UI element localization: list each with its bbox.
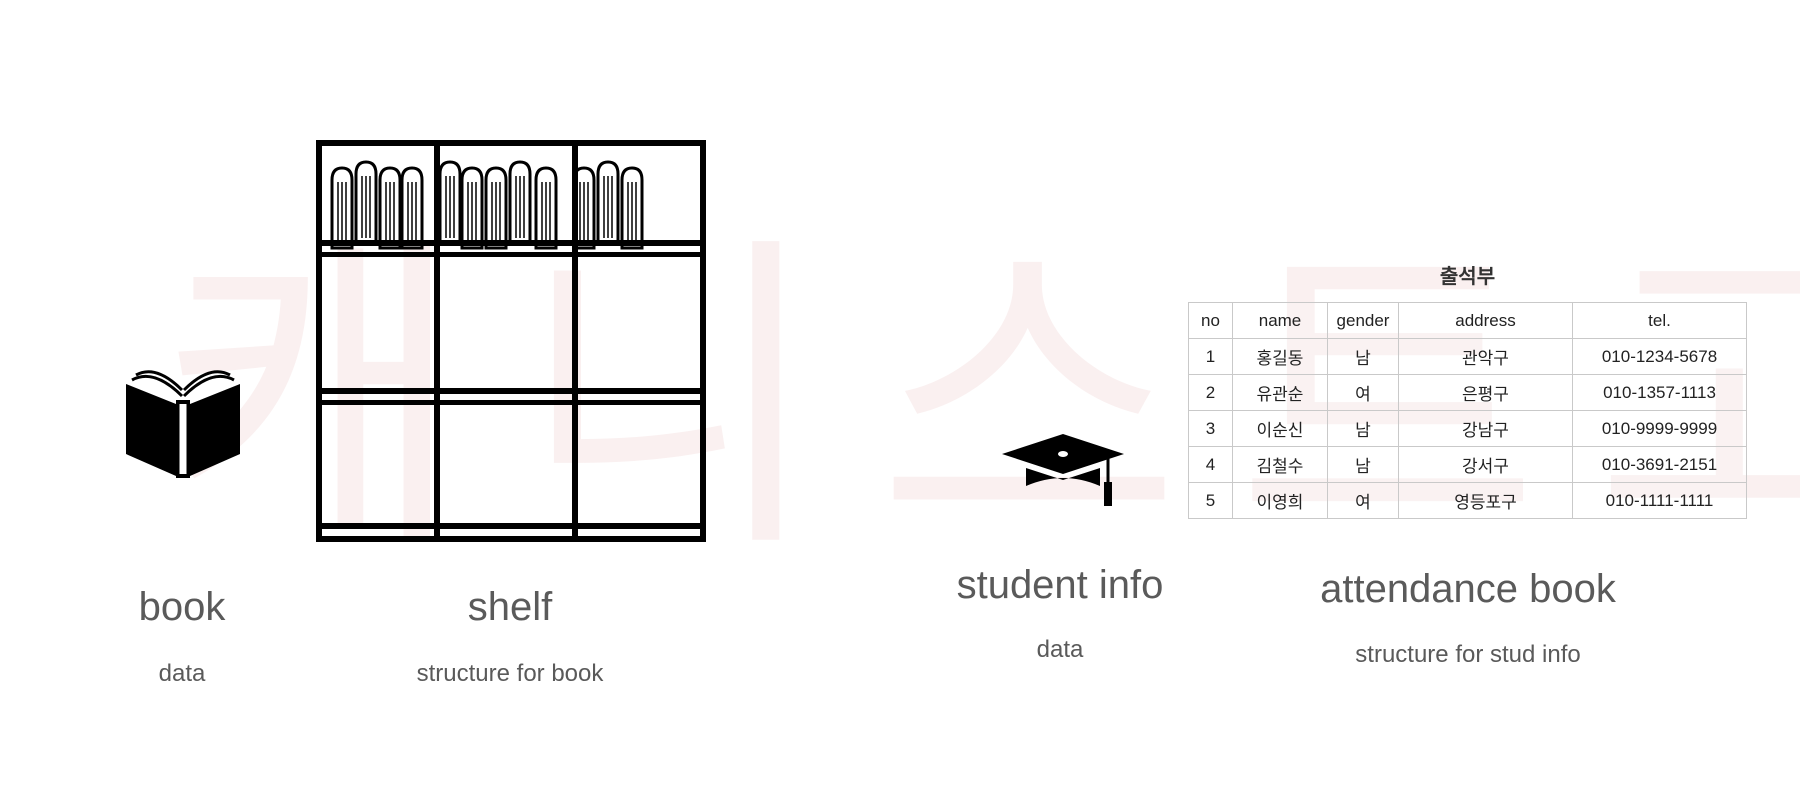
attendance-table: 출석부 no name gender address tel. 1 홍길동 남 … [1188, 262, 1747, 519]
column-header-address: address [1399, 303, 1573, 339]
cell-gender: 남 [1328, 447, 1399, 483]
shelf-subtitle: structure for book [360, 660, 660, 688]
table-row: 5 이영희 여 영등포구 010-1111-1111 [1189, 483, 1747, 519]
cell-tel: 010-9999-9999 [1573, 411, 1747, 447]
cell-name: 김철수 [1233, 447, 1328, 483]
cell-name: 이영희 [1233, 483, 1328, 519]
cell-gender: 여 [1328, 483, 1399, 519]
bookshelf-icon [316, 140, 706, 542]
cell-no: 2 [1189, 375, 1233, 411]
table-row: 1 홍길동 남 관악구 010-1234-5678 [1189, 339, 1747, 375]
column-header-no: no [1189, 303, 1233, 339]
cell-no: 3 [1189, 411, 1233, 447]
cell-no: 4 [1189, 447, 1233, 483]
attendance-book-title: attendance book [1268, 567, 1668, 612]
cell-gender: 남 [1328, 339, 1399, 375]
column-header-tel: tel. [1573, 303, 1747, 339]
cell-address: 관악구 [1399, 339, 1573, 375]
table-row: 2 유관순 여 은평구 010-1357-1113 [1189, 375, 1747, 411]
shelf-title: shelf [360, 585, 660, 630]
book-title: book [82, 585, 282, 630]
attendance-book-subtitle: structure for stud info [1268, 641, 1668, 669]
table-header-row: no name gender address tel. [1189, 303, 1747, 339]
attendance-table-title: 출석부 [1188, 262, 1747, 302]
cell-tel: 010-1234-5678 [1573, 339, 1747, 375]
cell-name: 홍길동 [1233, 339, 1328, 375]
cell-no: 5 [1189, 483, 1233, 519]
cell-tel: 010-1357-1113 [1573, 375, 1747, 411]
cell-address: 은평구 [1399, 375, 1573, 411]
cell-tel: 010-3691-2151 [1573, 447, 1747, 483]
cell-address: 강서구 [1399, 447, 1573, 483]
cell-gender: 여 [1328, 375, 1399, 411]
book-subtitle: data [82, 660, 282, 688]
book-icon [126, 370, 242, 478]
graduation-cap-icon [1000, 432, 1126, 506]
cell-no: 1 [1189, 339, 1233, 375]
cell-gender: 남 [1328, 411, 1399, 447]
cell-tel: 010-1111-1111 [1573, 483, 1747, 519]
table-row: 3 이순신 남 강남구 010-9999-9999 [1189, 411, 1747, 447]
column-header-name: name [1233, 303, 1328, 339]
cell-name: 이순신 [1233, 411, 1328, 447]
student-info-title: student info [910, 563, 1210, 608]
cell-address: 영등포구 [1399, 483, 1573, 519]
cell-name: 유관순 [1233, 375, 1328, 411]
cell-address: 강남구 [1399, 411, 1573, 447]
student-info-subtitle: data [910, 636, 1210, 664]
table-row: 4 김철수 남 강서구 010-3691-2151 [1189, 447, 1747, 483]
column-header-gender: gender [1328, 303, 1399, 339]
